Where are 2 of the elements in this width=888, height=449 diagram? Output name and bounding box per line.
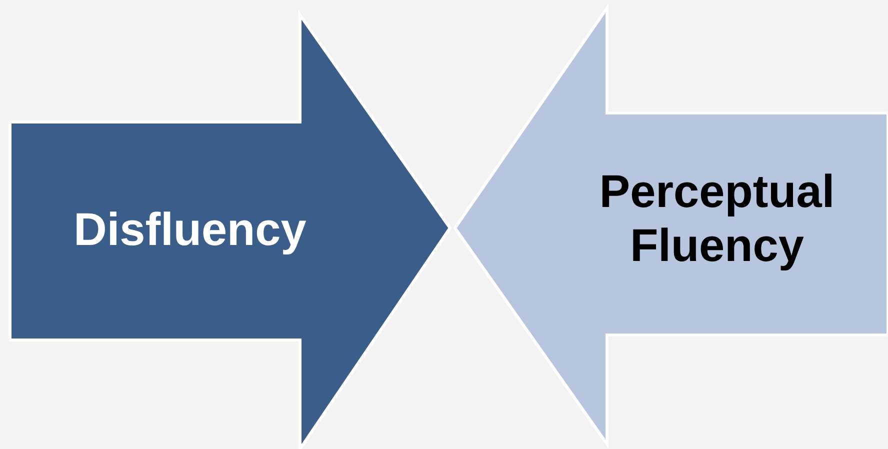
arrow-label: Disfluency (72, 202, 308, 256)
arrow-label: Perceptual Fluency (598, 164, 836, 272)
